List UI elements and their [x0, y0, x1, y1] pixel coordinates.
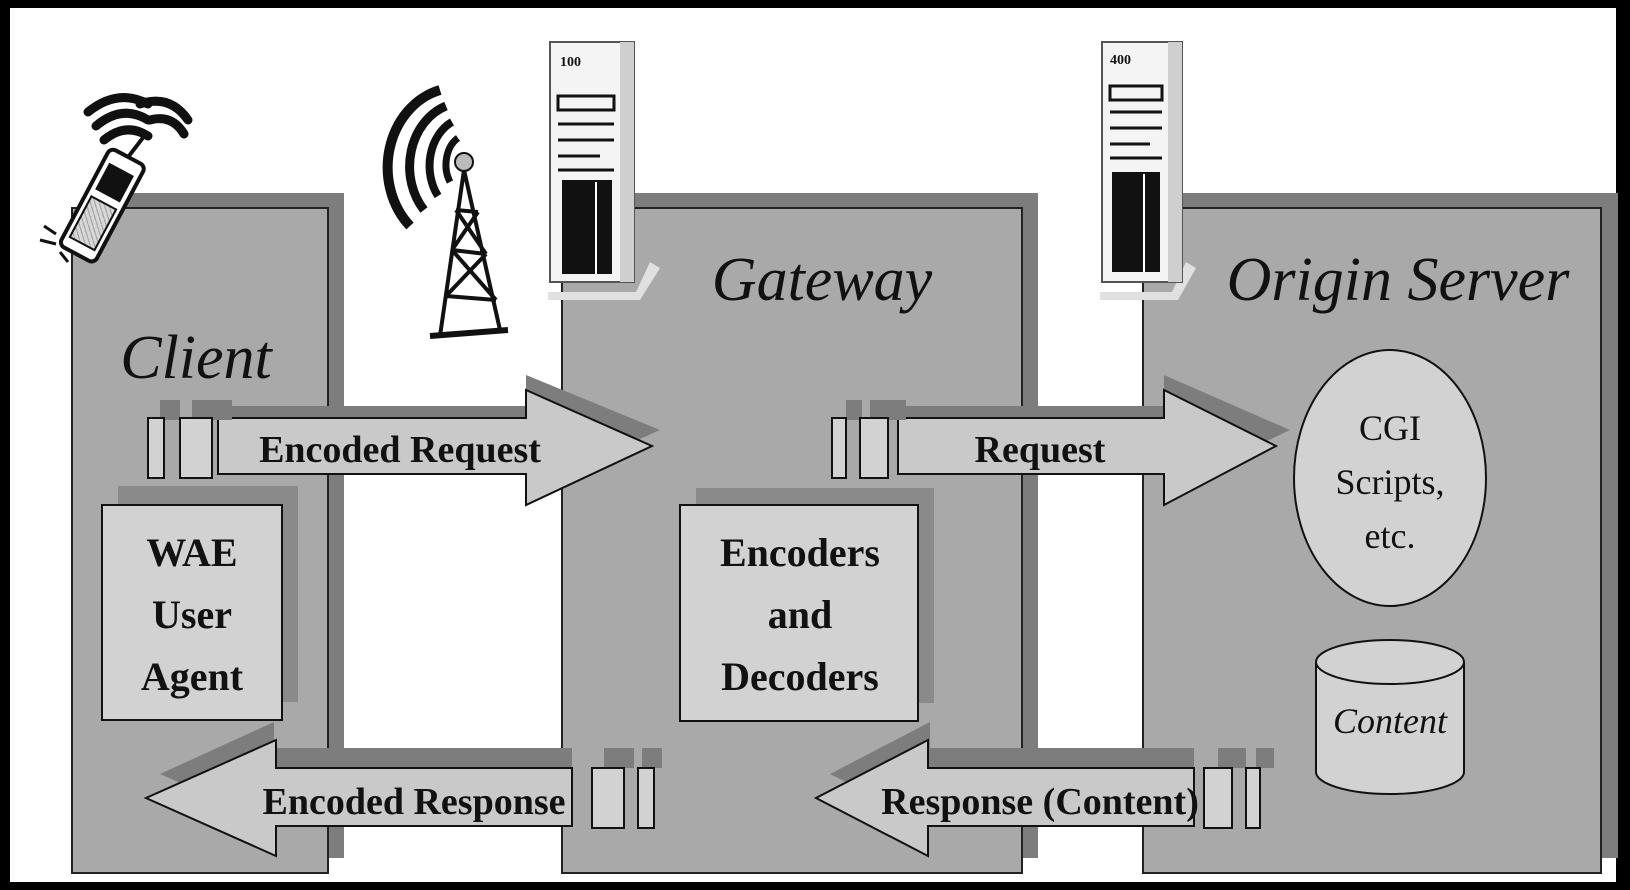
- origin-server-icon: 400: [1100, 41, 1196, 300]
- client-title: Client: [120, 324, 273, 392]
- encoded-response-label: Encoded Response: [263, 781, 566, 823]
- gateway-title: Gateway: [712, 246, 933, 314]
- user-agent-line-3: Agent: [141, 654, 244, 699]
- encoded-response-arrow: [143, 722, 573, 858]
- origin-out-port-slots: [1203, 748, 1274, 829]
- mobile-phone-icon: [39, 93, 193, 264]
- response-arrow: [813, 722, 1195, 858]
- response-label: Response (Content): [881, 781, 1199, 823]
- user-agent-box: [101, 486, 298, 721]
- content-label: Content: [1333, 701, 1448, 741]
- cgi-line-3: etc.: [1365, 516, 1416, 556]
- origin-server-tag: 400: [1110, 53, 1131, 68]
- radio-tower-icon: [382, 85, 509, 339]
- encoded-request-label: Encoded Request: [259, 429, 541, 471]
- cgi-ellipse: [1293, 349, 1487, 607]
- cgi-line-1: CGI: [1359, 408, 1421, 448]
- client-port-slots: [147, 400, 232, 479]
- gateway-server-tag: 100: [560, 55, 581, 70]
- codec-line-1: Encoders: [720, 530, 880, 575]
- origin-server-title: Origin Server: [1227, 246, 1571, 314]
- user-agent-line-2: User: [152, 592, 232, 637]
- gateway-server-icon: 100: [548, 41, 660, 300]
- encoded-request-arrow: [217, 375, 660, 507]
- codec-line-3: Decoders: [721, 654, 879, 699]
- codec-box: [679, 488, 934, 722]
- content-database-icon: [1315, 639, 1465, 795]
- request-label: Request: [975, 429, 1106, 471]
- request-arrow: [897, 375, 1290, 507]
- cgi-line-2: Scripts,: [1335, 462, 1444, 502]
- gateway-out-port-slots: [591, 748, 662, 829]
- user-agent-line-1: WAE: [146, 530, 237, 575]
- gateway-in-port-slots: [831, 400, 906, 479]
- codec-line-2: and: [768, 592, 833, 637]
